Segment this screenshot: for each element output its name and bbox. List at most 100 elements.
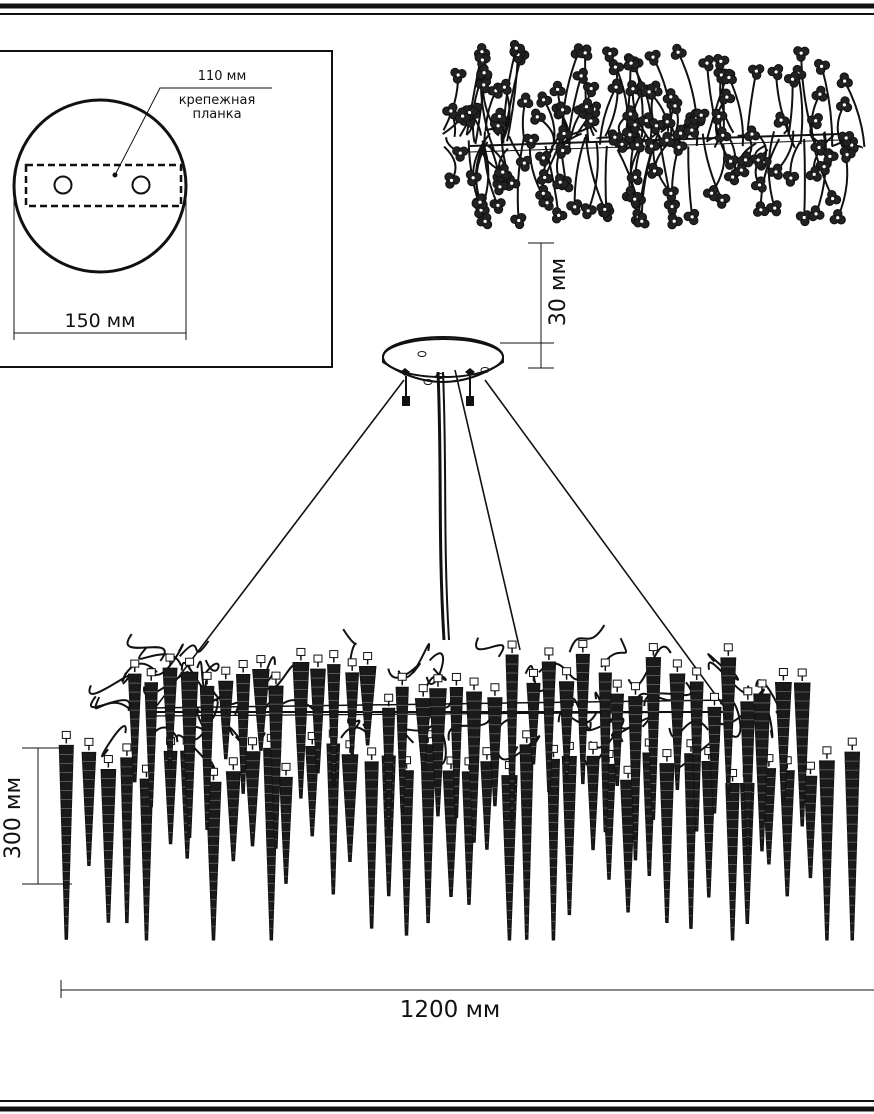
top-view-flower-cluster — [454, 107, 472, 124]
top-view-flower-cluster — [494, 163, 511, 180]
top-view-flower-cluster — [667, 212, 683, 230]
top-view-flower-cluster — [839, 146, 856, 164]
crystal-pendant — [395, 672, 409, 813]
crystal-pendant — [414, 684, 432, 771]
crystal-pendant — [199, 671, 215, 831]
crystal-pendant — [341, 740, 359, 862]
crystal-pendant — [358, 652, 377, 746]
top-view-flower-cluster — [835, 96, 853, 113]
crystal-pendant — [180, 657, 199, 838]
top-view-flower-cluster — [640, 83, 657, 100]
top-view-flower-cluster — [824, 189, 842, 206]
crystal-pendant — [292, 647, 310, 799]
top-view-chandelier — [442, 39, 866, 230]
top-view-flower-cluster — [683, 208, 700, 226]
chandelier-body — [58, 624, 861, 941]
top-view-flower-cluster — [748, 64, 765, 80]
top-view-flower-cluster — [805, 165, 822, 182]
top-view-flower-cluster — [743, 125, 761, 142]
top-view-flower-cluster — [555, 142, 572, 159]
top-view-flower-cluster — [572, 67, 588, 85]
top-view-flower-cluster — [471, 193, 488, 210]
plate-label-line1: крепежная — [179, 93, 256, 108]
top-view-flower-cluster — [793, 46, 810, 62]
crystal-pendant — [252, 655, 270, 751]
top-view-flower-cluster — [658, 131, 675, 148]
top-view-flower-cluster — [465, 170, 482, 187]
crystal-pendant — [558, 667, 575, 780]
top-view-flower-cluster — [602, 46, 619, 63]
top-view-flower-cluster — [670, 43, 687, 60]
top-view-flower-cluster — [693, 108, 710, 124]
top-view-flower-cluster — [626, 191, 643, 208]
top-view-flower-cluster — [837, 131, 855, 147]
top-view-flower-cluster — [628, 136, 645, 153]
top-view-flower-cluster — [813, 58, 831, 75]
crystal-pendant — [279, 762, 293, 884]
crystal-pendant — [465, 677, 483, 843]
width-dimension — [60, 980, 874, 998]
top-view-flower-cluster — [736, 151, 754, 168]
top-view-flower-cluster — [648, 118, 666, 135]
top-view-flower-cluster — [644, 137, 661, 155]
crystal-pendant — [546, 744, 561, 941]
top-view-flower-cluster — [715, 126, 732, 143]
top-view-flower-cluster — [836, 72, 853, 89]
crystal-pendant — [575, 639, 590, 785]
top-view-flower-cluster — [823, 148, 839, 165]
top-view-flower-cluster — [659, 113, 676, 129]
crystal-pendant — [645, 643, 662, 820]
top-view-flower-cluster — [671, 139, 688, 156]
top-view-flower-cluster — [580, 203, 597, 220]
top-view-flower-cluster — [808, 205, 825, 222]
top-view-flower-cluster — [452, 146, 469, 162]
top-view-flower-cluster — [517, 92, 534, 109]
crystal-pendant — [689, 667, 704, 832]
crystal-pendant — [127, 659, 142, 783]
crystal-pendant — [327, 650, 341, 786]
hole-spacing-label: 110 мм — [198, 69, 247, 84]
top-view-flower-cluster — [607, 129, 624, 146]
top-view-flower-cluster — [626, 168, 643, 186]
top-view-flower-cluster — [444, 172, 461, 189]
crystal-pendant — [628, 682, 643, 861]
top-view-flower-cluster — [662, 88, 679, 104]
diameter-label: 150 мм — [65, 310, 136, 332]
crystal-pendant — [818, 746, 835, 941]
top-view-flower-cluster — [489, 198, 506, 214]
crystal-pendant — [218, 666, 234, 760]
top-view-flower-cluster — [795, 210, 812, 227]
crystal-pendant — [345, 658, 360, 756]
crystal-pendant — [720, 643, 737, 795]
top-view-flower-cluster — [515, 155, 533, 172]
crystal-pendant — [58, 730, 75, 940]
crystal-pendant — [793, 668, 811, 827]
top-view-flower-cluster — [782, 171, 800, 187]
crystal-pendant — [586, 741, 600, 851]
crystal-pendant — [659, 749, 675, 924]
crystal-pendant — [205, 767, 222, 941]
top-view-flower-cluster — [702, 184, 719, 202]
crystal-pendant — [162, 653, 178, 769]
body-height-dimension — [22, 747, 72, 885]
crystal-pendant — [725, 768, 740, 941]
top-view-flower-cluster — [538, 194, 554, 211]
top-view-flower-cluster — [750, 176, 767, 193]
top-view-flower-cluster — [767, 163, 783, 180]
mounting-plate — [24, 163, 183, 208]
top-view-flower-cluster — [551, 207, 568, 224]
top-view-flower-cluster — [549, 80, 566, 97]
top-view-flower-cluster — [536, 91, 553, 108]
top-view-flower-cluster — [752, 201, 770, 217]
width-label: 1200 мм — [400, 997, 501, 1023]
mounting-detail-box: 110 мм крепежная планка 150 мм — [0, 50, 333, 368]
crystal-pendant — [429, 674, 447, 817]
crystal-pendant — [144, 668, 159, 808]
top-view-flower-cluster — [722, 153, 740, 170]
crystal-pendant — [844, 737, 861, 941]
top-view-flower-cluster — [807, 113, 823, 130]
top-view-flower-cluster — [490, 107, 508, 124]
top-view-flower-cluster — [622, 105, 639, 121]
top-view-flower-cluster — [720, 68, 737, 85]
